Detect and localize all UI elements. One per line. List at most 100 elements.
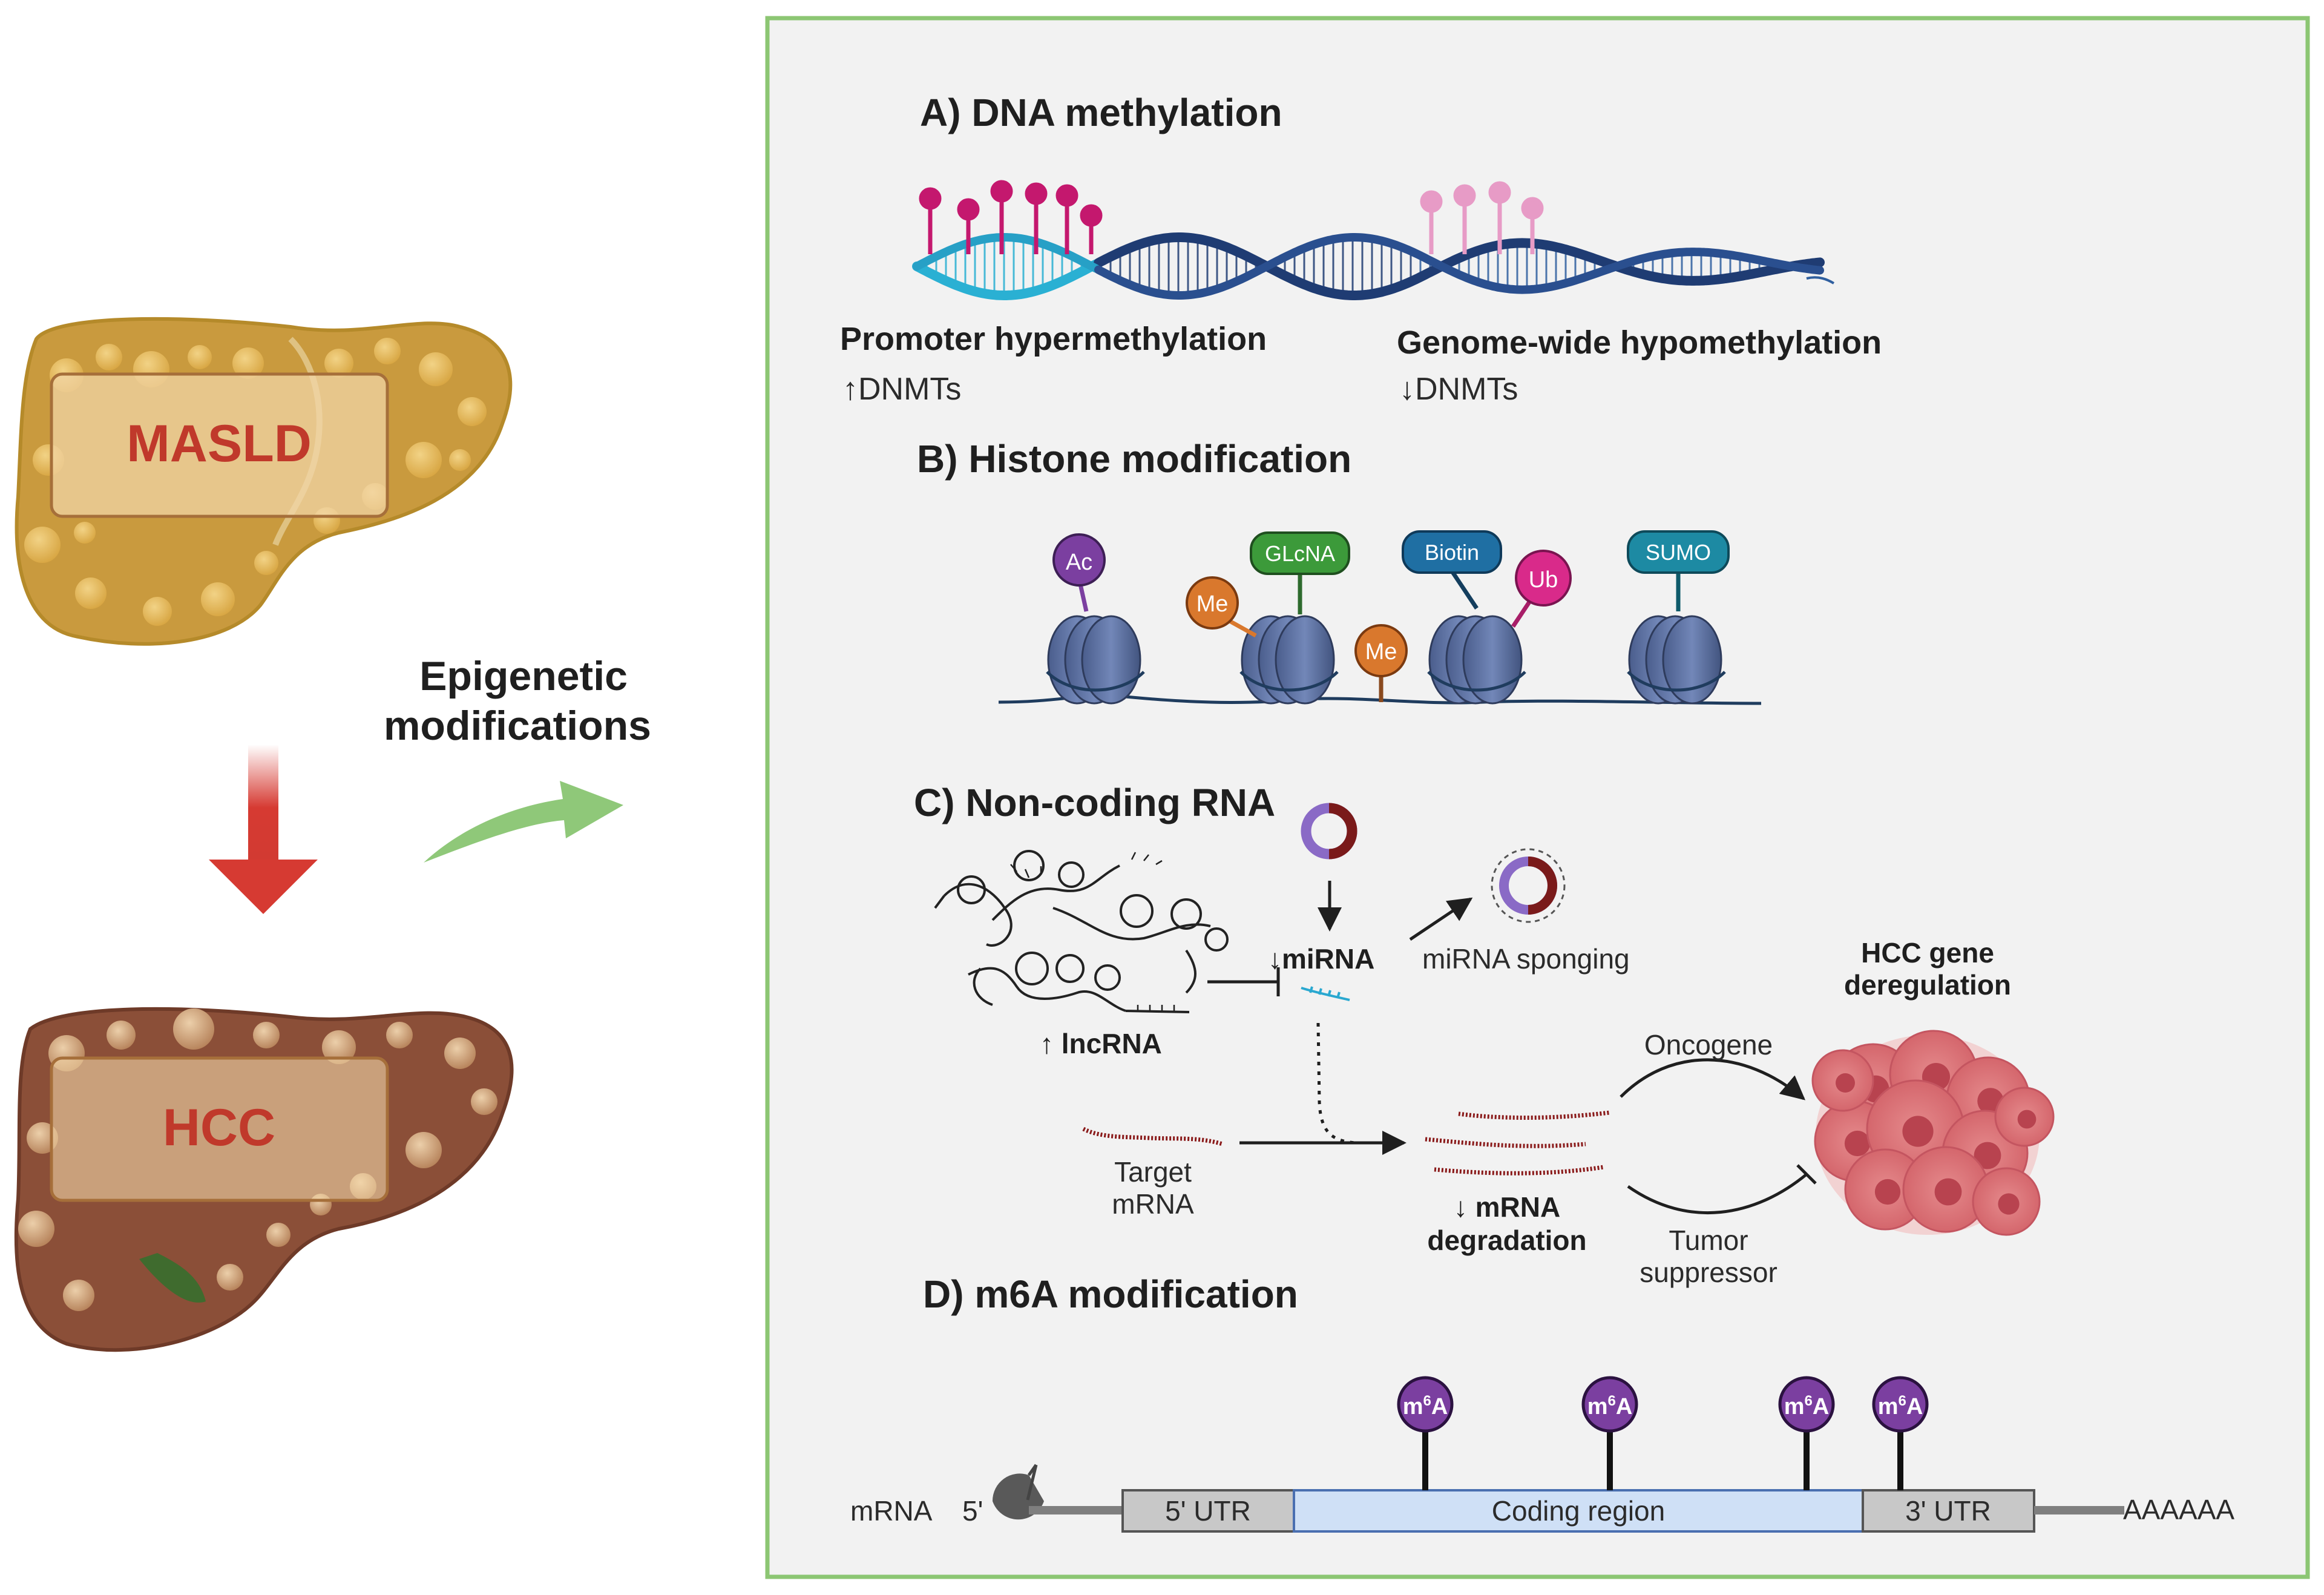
m6a-mark: m6A: [1778, 1376, 1835, 1490]
mirna-label: ↓miRNA: [1268, 943, 1374, 975]
degraded-mrna-strands: [1425, 1110, 1610, 1176]
histone-mark-ub: Ub: [1511, 550, 1572, 628]
hcc-deregulation-line1: HCC gene: [1861, 937, 1994, 969]
dna-tail: [1806, 276, 1835, 284]
oncogene-label: Oncogene: [1644, 1029, 1773, 1061]
mirna-dotted-path: [1316, 1022, 1356, 1145]
panel-d-title: D) m6A modification: [923, 1272, 1298, 1316]
mirna-sponging-label: miRNA sponging: [1422, 943, 1630, 975]
sponging-arrow: [1409, 897, 1473, 941]
tumor-label-line2: suppressor: [1640, 1257, 1777, 1288]
target-label-line1: Target: [1114, 1156, 1192, 1188]
m6a-mark: m6A: [1872, 1376, 1929, 1490]
tumor-label-line1: Tumor: [1669, 1225, 1748, 1256]
down-arrow: [209, 745, 318, 914]
glcna-label: GLcNA: [1265, 541, 1335, 566]
panel-b-title: B) Histone modification: [917, 437, 1351, 481]
nucleosome: [1427, 615, 1526, 705]
epigenetic-label-line2: modifications: [384, 703, 651, 749]
dna-wrap: [1046, 671, 1145, 692]
lncrna-structures: [934, 850, 1229, 1013]
dnmts-up-label: ↑DNMTs: [842, 372, 961, 407]
tumor-cell: [1994, 1087, 2055, 1147]
utr5-box: [1121, 1489, 1295, 1533]
histone-mark-biotin: Biotin: [1402, 530, 1502, 610]
coding-region-label: Coding region: [1492, 1495, 1665, 1527]
nucleosome: [1627, 615, 1726, 705]
methyl-groups-promoter: [919, 180, 1103, 254]
utr3-label: 3' UTR: [1905, 1495, 1991, 1527]
mirna-strand-icon: [1301, 986, 1350, 1001]
tumor-cell: [1811, 1049, 1874, 1112]
biotin-label: Biotin: [1425, 540, 1479, 565]
circrna-sponge-icon: [1491, 848, 1566, 923]
me-label-2: Me: [1365, 639, 1397, 665]
utr5-label: 5' UTR: [1165, 1495, 1251, 1527]
histone-disc: [1462, 615, 1523, 705]
histone-mark-glcna: GLcNA: [1250, 531, 1350, 614]
dna-wrap: [1239, 671, 1339, 692]
methyl-groups-genome: [1420, 181, 1544, 254]
tumor-cell: [1902, 1146, 1989, 1233]
dna-wrap: [1627, 671, 1726, 692]
histone-mark-me-2: Me: [1354, 624, 1408, 702]
hcc-tumor-cells: [1811, 1030, 2055, 1236]
dna-strand: [1094, 233, 1824, 300]
coding-region-box: [1293, 1489, 1864, 1533]
genome-hypomethylation-label: Genome-wide hypomethylation: [1397, 324, 1882, 361]
dna-strand: [1094, 232, 1825, 300]
histone-mark-sumo: SUMO: [1627, 530, 1730, 611]
me-label-1: Me: [1196, 591, 1229, 617]
five-prime-cap: [992, 1464, 1044, 1520]
nucleosomes: [1046, 615, 1726, 705]
oncogene-arrow: [1620, 1058, 1806, 1100]
polya-tail-label: AAAAAA: [2123, 1494, 2234, 1525]
green-arrow: [424, 781, 623, 863]
sumo-label: SUMO: [1646, 540, 1711, 565]
dna-wrap: [1427, 671, 1526, 692]
m6a-mark: m6A: [1581, 1376, 1638, 1490]
m6a-label: m6A: [1587, 1393, 1633, 1419]
five-prime-label: 5': [962, 1495, 983, 1527]
nucleosome: [1239, 615, 1339, 705]
hcc-liver: HCC: [14, 1007, 514, 1352]
promoter-hypermethylation-label: Promoter hypermethylation: [840, 321, 1267, 357]
m6a-label: m6A: [1878, 1393, 1923, 1419]
hcc-deregulation-line2: deregulation: [1844, 969, 2011, 1001]
degradation-label-line1: ↓ mRNA: [1454, 1191, 1560, 1223]
m6a-mark: m6A: [1397, 1376, 1454, 1490]
ub-label: Ub: [1529, 567, 1558, 593]
histone-mark-me-1: Me: [1186, 576, 1257, 638]
nucleosome: [1046, 615, 1145, 705]
dna-strand: [912, 259, 1101, 300]
dna-helix: [912, 232, 1835, 300]
masld-label-box: [50, 372, 389, 518]
masld-liver: MASLD: [15, 317, 513, 646]
m6a-label: m6A: [1403, 1393, 1448, 1419]
degradation-label-line2: degradation: [1427, 1225, 1586, 1256]
panel-c-title: C) Non-coding RNA: [914, 781, 1275, 824]
m6a-label: m6A: [1784, 1393, 1830, 1419]
histone-mark-ac: Ac: [1052, 533, 1106, 612]
histone-disc: [1081, 615, 1141, 705]
mrna-label: mRNA: [850, 1495, 933, 1527]
tumor-suppressor-bar: [1796, 1164, 1817, 1185]
hcc-label: HCC: [163, 1099, 275, 1157]
tumor-suppressor-inhibition: [1627, 1173, 1808, 1215]
lncrna-label: ↑ lncRNA: [1040, 1028, 1162, 1059]
utr3-box: [1862, 1489, 2035, 1533]
lncrna-inhibits-mirna: [1207, 967, 1280, 996]
circrna-icon: [1301, 803, 1357, 860]
dnmts-down-label: ↓DNMTs: [1399, 372, 1518, 407]
histone-disc: [1275, 615, 1335, 705]
epigenetic-label-line1: Epigenetic: [419, 653, 628, 699]
histone-disc: [1662, 615, 1722, 705]
m6a-marks: m6A m6A m6A m6A: [1397, 1376, 1929, 1490]
hcc-label-box: [50, 1056, 389, 1202]
ac-label: Ac: [1066, 550, 1092, 575]
tumor-cell: [1972, 1167, 2041, 1236]
target-label-line2: mRNA: [1112, 1188, 1194, 1220]
panel-a-title: A) DNA methylation: [920, 91, 1282, 134]
masld-label: MASLD: [126, 415, 312, 473]
